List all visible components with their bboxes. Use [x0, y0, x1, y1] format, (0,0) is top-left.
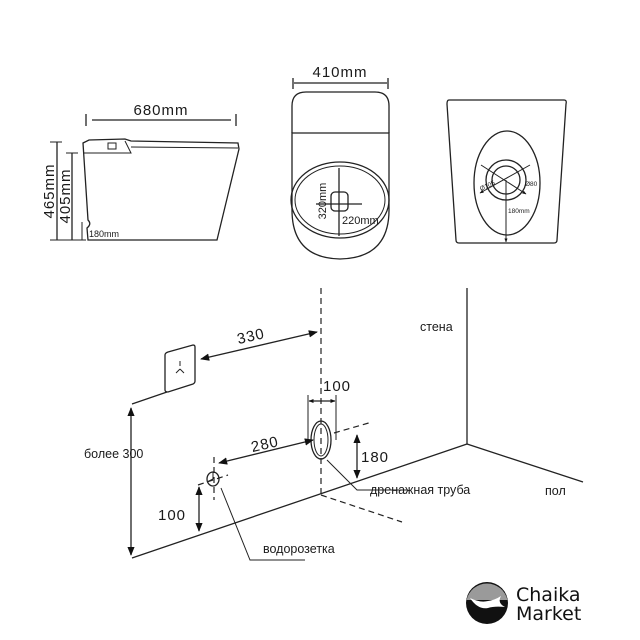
logo-line2: Market [516, 603, 581, 625]
panel-height-label: более 300 [84, 447, 143, 461]
drain-leader-line [326, 459, 407, 491]
bowl-opening-inner [294, 165, 386, 235]
bowl-outline [291, 132, 390, 260]
opening-width-label: 220mm [342, 215, 379, 227]
panel-symbol-icon [175, 361, 185, 374]
opening-length-label: 320mm [317, 183, 329, 220]
water-distance-arrow [218, 438, 314, 465]
top-view: 410mm 320mm 220mm [290, 64, 390, 260]
inner-diameter-label: Ø80 [525, 181, 538, 188]
panel-distance-label: 330 [235, 325, 266, 348]
outlet-distance-label: 180mm [508, 208, 530, 215]
outlet-height-label: 180mm [89, 229, 119, 239]
logo-line1: Chaika [516, 584, 581, 606]
water-label: водорозетка [263, 542, 335, 556]
toilet-side-body [82, 138, 240, 241]
floor-axis [320, 494, 403, 523]
base-outline [446, 99, 567, 244]
wall-edge-line [131, 391, 168, 405]
wall-label: стена [420, 320, 453, 334]
width-label: 410mm [312, 64, 367, 81]
chaika-market-logo: Chaika Market [466, 582, 581, 625]
water-leader-line [220, 487, 305, 561]
floor-edge-line [466, 443, 584, 483]
control-button [107, 142, 117, 150]
side-view: 680mm 465mm 405mm 180mm [41, 102, 240, 241]
water-height-label: 100 [158, 507, 186, 524]
logo-sky [466, 583, 508, 600]
seat-height-label: 405mm [57, 168, 74, 223]
length-label: 680mm [133, 102, 188, 119]
water-distance-label: 280 [249, 433, 280, 456]
toilet-lid [83, 140, 239, 154]
control-panel [164, 344, 196, 393]
seagull-icon [470, 596, 505, 609]
installation-view: стена пол 330 более 300 100 180 дренажна… [84, 288, 584, 561]
drain-width-label: 100 [323, 378, 351, 395]
drain-height-label: 180 [361, 449, 389, 466]
floor-label: пол [545, 484, 566, 498]
total-height-label: 465mm [41, 163, 58, 218]
outer-diameter-label: Ø105 [479, 180, 497, 193]
wall-floor-line [131, 443, 468, 559]
base-opening [473, 130, 541, 236]
panel-distance-arrow [200, 330, 318, 361]
bowl-opening [290, 161, 390, 239]
bottom-view: Ø105 Ø80 180mm [446, 99, 567, 244]
diameter-line [479, 164, 531, 194]
drain-pipe-inner [313, 423, 329, 457]
tank-outline [291, 91, 390, 133]
drain-axis [333, 421, 373, 434]
drain-label: дренажная труба [370, 483, 470, 497]
water-axis [197, 474, 229, 486]
